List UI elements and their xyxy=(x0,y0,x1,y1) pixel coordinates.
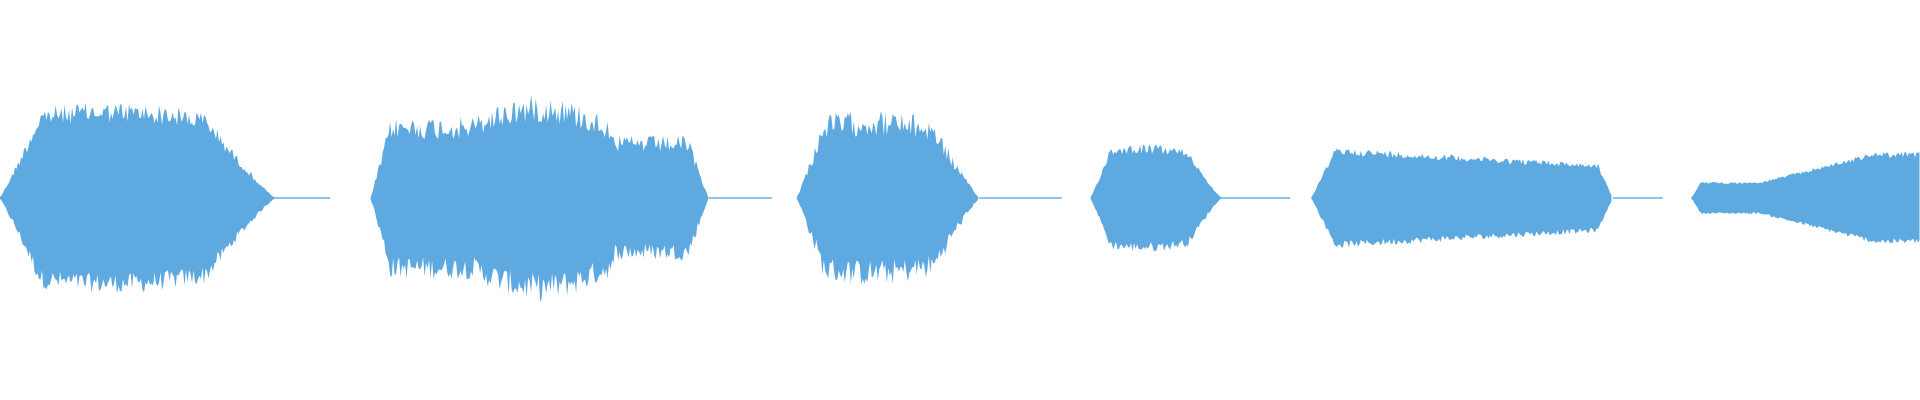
waveform-segment xyxy=(796,111,979,285)
silence-line xyxy=(708,197,772,199)
waveform-segment xyxy=(1691,152,1920,244)
silence-line xyxy=(1221,197,1291,199)
waveform-layer xyxy=(0,94,1920,302)
silence-line xyxy=(979,197,1062,199)
waveform-segment xyxy=(1090,144,1222,251)
waveform-segment xyxy=(370,94,709,302)
silence-line xyxy=(1612,197,1663,199)
silence-line xyxy=(274,197,331,199)
waveform-segment xyxy=(1311,148,1612,248)
waveform-segment xyxy=(0,102,275,294)
